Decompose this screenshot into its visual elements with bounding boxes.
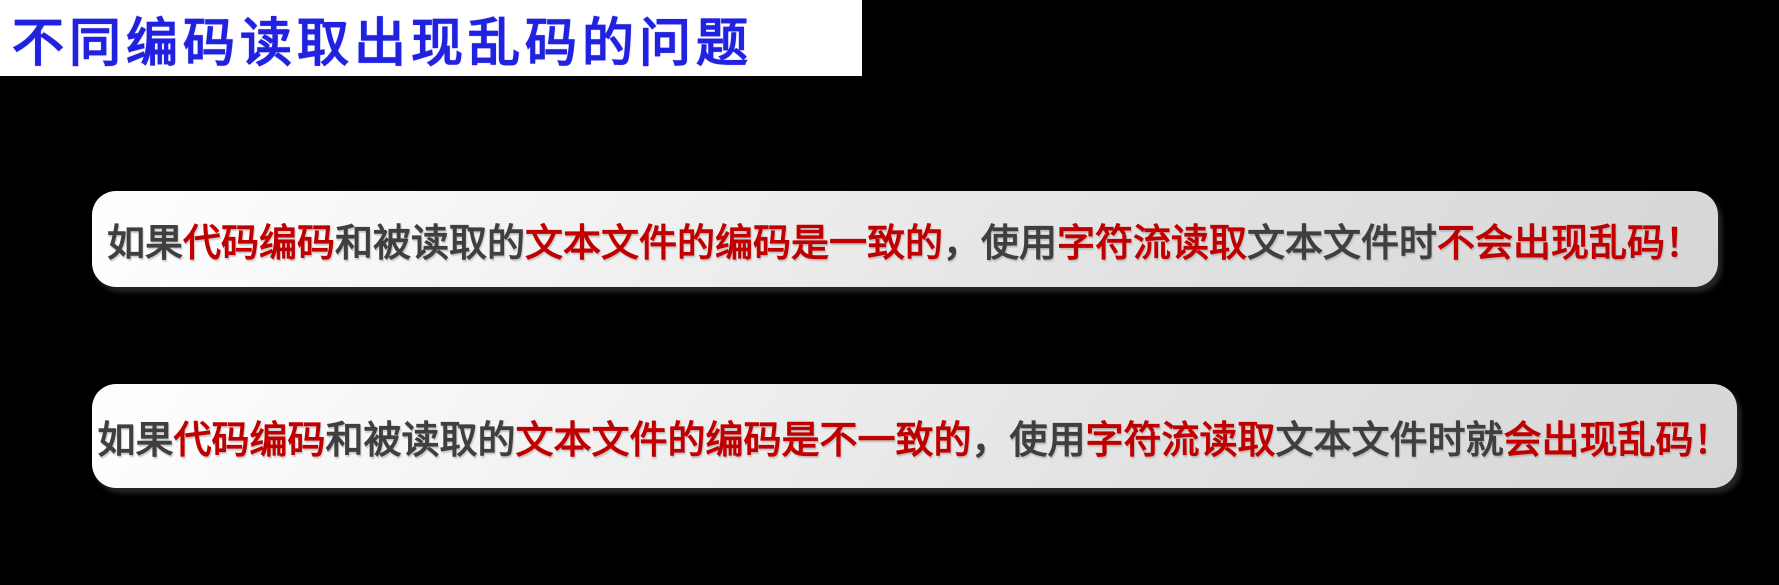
text-segment: 代码编码 (173, 417, 326, 462)
statement-box-encoding-mismatch: 如果代码编码和被读取的文本文件的编码是不一致的，使用字符流读取文本文件时就会出现… (92, 384, 1737, 488)
text-segment: 如果 (97, 417, 174, 462)
text-segment: ，使用 (971, 417, 1086, 462)
statement-text-encoding-match: 如果代码编码和被读取的文本文件的编码是一致的，使用字符流读取文本文件时不会出现乱… (107, 212, 1703, 267)
text-segment: 会出现乱码！ (1503, 417, 1732, 462)
text-segment: 字符流读取 (1085, 417, 1276, 462)
text-segment: 如果 (106, 220, 183, 265)
text-segment: ，使用 (943, 220, 1058, 265)
text-segment: 文本文件的编码是一致的 (524, 220, 943, 265)
slide-title-banner: 不同编码读取出现乱码的问题 (0, 0, 862, 76)
text-segment: 和被读取的 (325, 417, 516, 462)
text-segment: 文本文件的编码是不一致的 (515, 417, 972, 462)
text-segment: 文本文件时 (1247, 220, 1438, 265)
text-segment: 代码编码 (182, 220, 335, 265)
page-title: 不同编码读取出现乱码的问题 (12, 13, 754, 74)
text-segment: 文本文件时就 (1275, 417, 1504, 462)
statement-box-encoding-match: 如果代码编码和被读取的文本文件的编码是一致的，使用字符流读取文本文件时不会出现乱… (92, 191, 1718, 287)
statement-text-encoding-mismatch: 如果代码编码和被读取的文本文件的编码是不一致的，使用字符流读取文本文件时就会出现… (97, 409, 1731, 464)
text-segment: 字符流读取 (1057, 220, 1248, 265)
text-segment: 不会出现乱码！ (1437, 220, 1704, 265)
text-segment: 和被读取的 (334, 220, 525, 265)
